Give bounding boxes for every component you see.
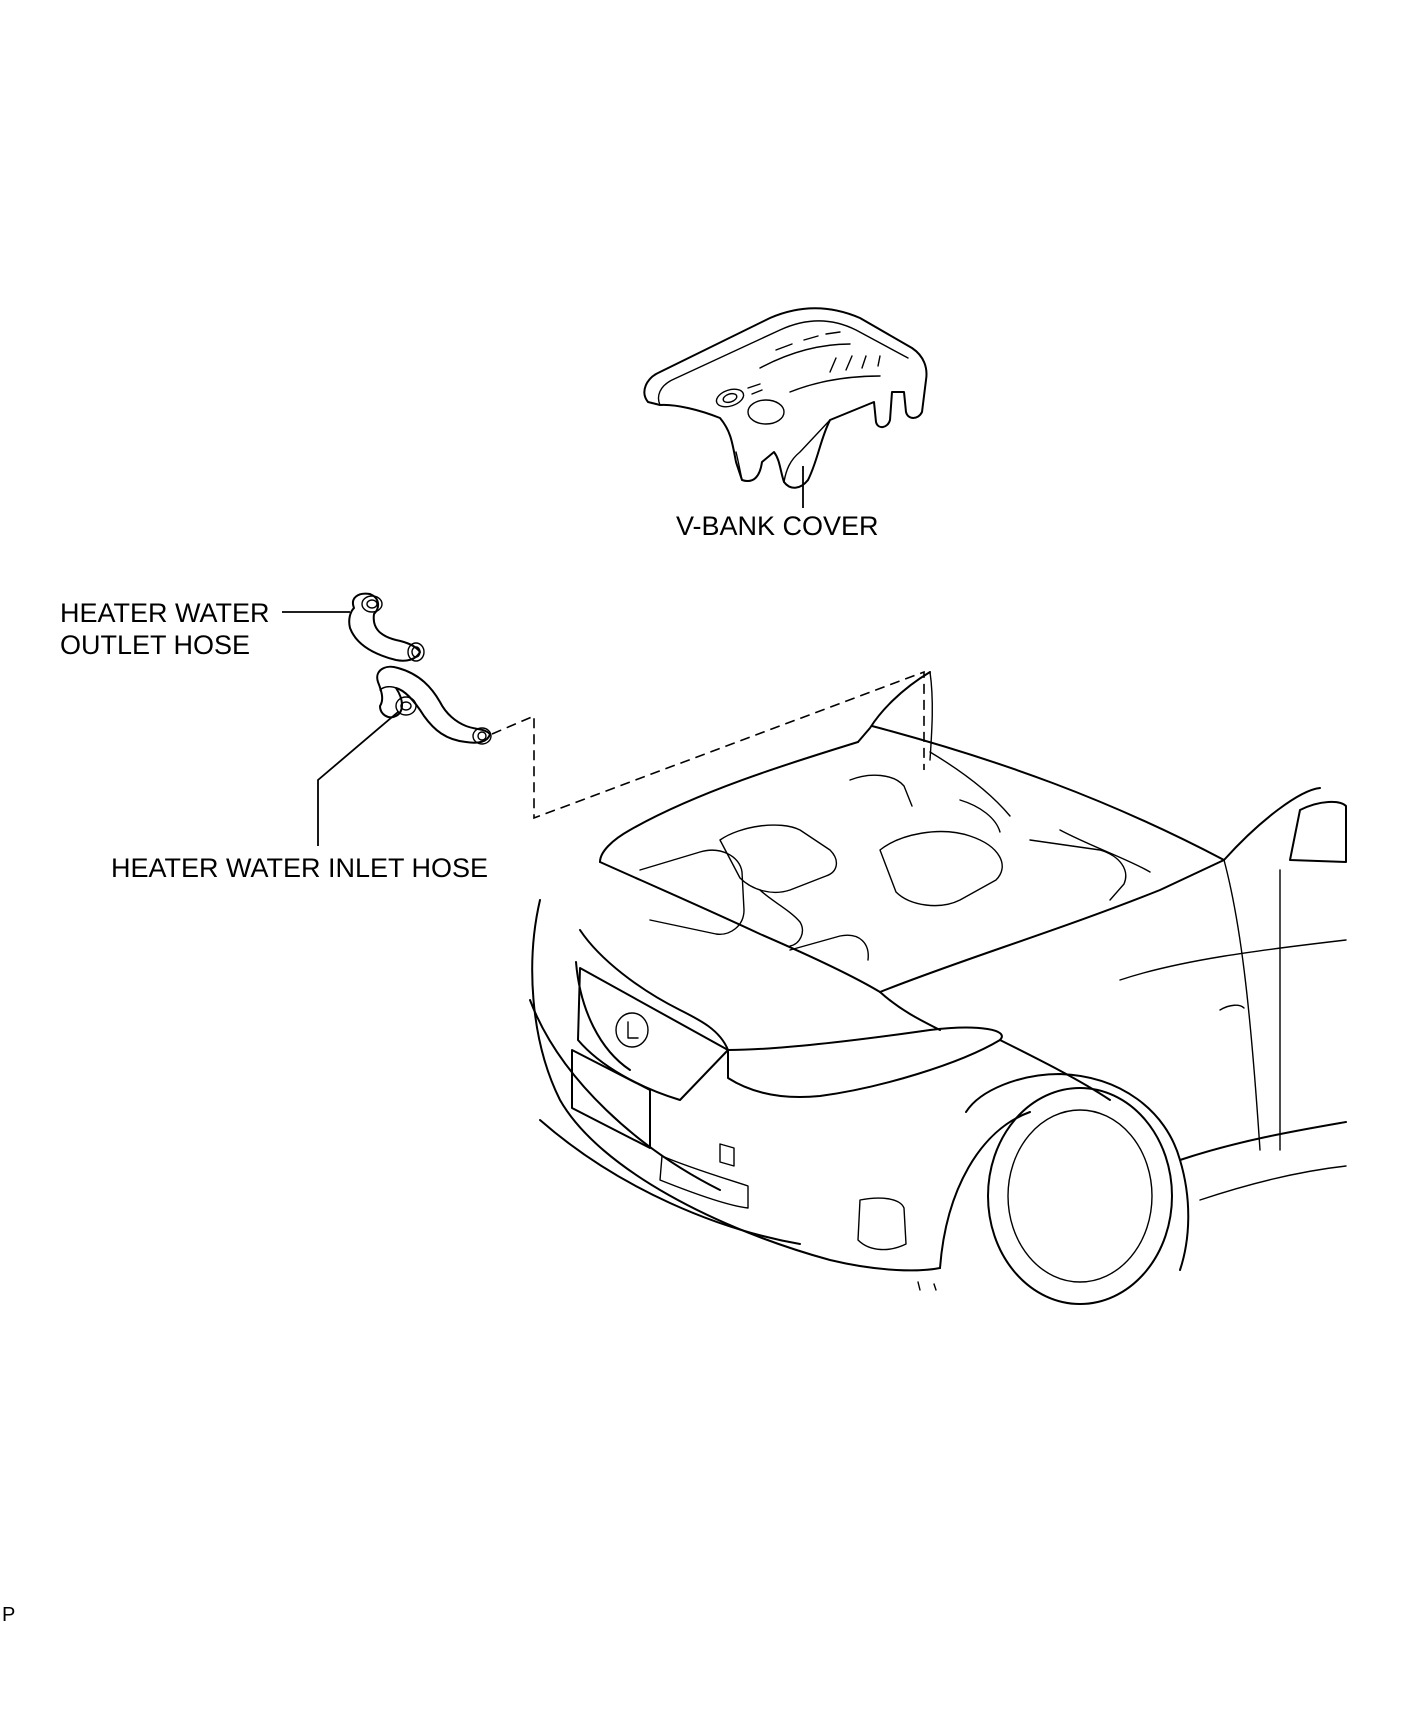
heater-water-inlet-hose-label: HEATER WATER INLET HOSE <box>111 853 489 883</box>
installation-reference-line <box>491 670 925 820</box>
heater-water-inlet-hose-leader <box>317 711 399 846</box>
heater-water-outlet-hose-label: HEATER WATER OUTLET HOSE <box>60 597 270 661</box>
v-bank-cover-part <box>643 307 928 489</box>
illustration-code: P <box>2 1604 16 1626</box>
heater-water-outlet-hose-part <box>348 592 425 662</box>
heater-water-outlet-hose-label-line1: HEATER WATER <box>60 598 270 628</box>
vehicle-front-illustration <box>529 671 1347 1305</box>
v-bank-cover-label: V-BANK COVER <box>676 511 879 541</box>
heater-water-inlet-hose-part <box>376 665 492 745</box>
heater-water-outlet-hose-label-line2: OUTLET HOSE <box>60 630 251 660</box>
